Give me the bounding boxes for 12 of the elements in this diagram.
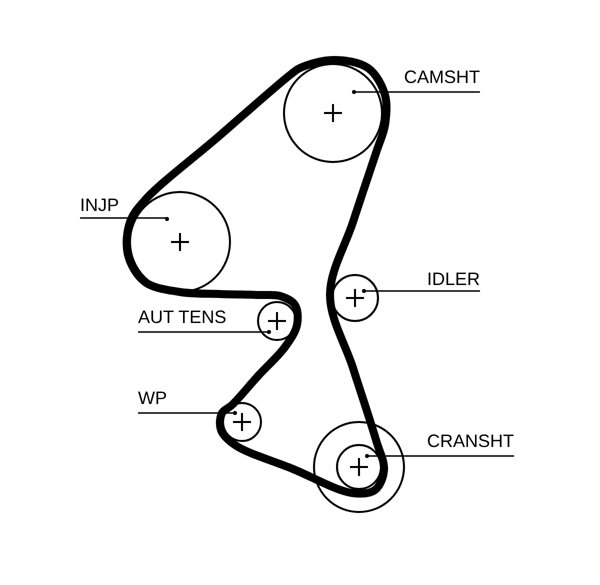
leader-line [365,454,514,458]
leader-line [352,90,480,94]
leader-line [362,289,480,293]
part-label: CAMSHT [404,66,480,88]
part-label: AUT TENS [138,306,226,328]
part-label: WP [138,387,167,409]
part-label: CRANSHT [426,430,514,452]
leader-line [138,411,237,415]
leader-line [80,217,169,221]
leader-line [138,330,271,334]
part-label: INJP [80,194,120,216]
part-label: IDLER [426,268,480,290]
